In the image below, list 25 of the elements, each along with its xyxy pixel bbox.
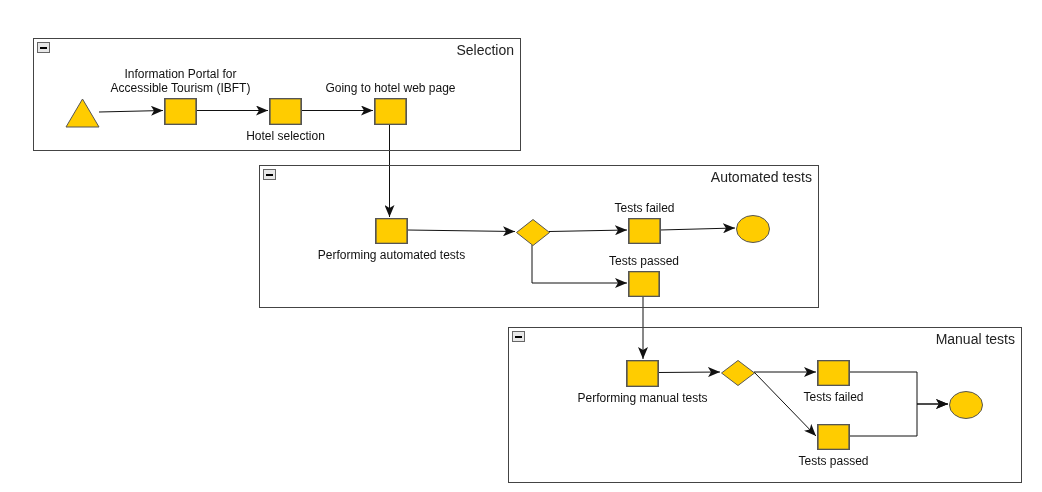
end-circle <box>736 215 770 243</box>
node-label: Tests failed <box>803 390 864 404</box>
end-circle <box>949 391 983 419</box>
node-label: Hotel selection <box>246 129 325 143</box>
arrow <box>753 367 817 377</box>
group-container <box>33 38 521 151</box>
node-label: Tests failed <box>614 201 675 215</box>
arrow <box>531 244 628 288</box>
arrow <box>98 105 164 116</box>
decision-diamond <box>516 219 550 246</box>
node-label: Tests passed <box>609 254 679 268</box>
group-title: Selection <box>456 41 514 60</box>
group-container <box>508 327 1022 483</box>
node-label: Performing manual tests <box>577 391 708 405</box>
decision-diamond <box>721 360 755 386</box>
group-title: Manual tests <box>935 330 1015 349</box>
start-triangle <box>65 98 100 128</box>
group-container <box>259 165 819 308</box>
arrow <box>548 225 628 236</box>
group-title: Automated tests <box>710 168 812 187</box>
node-label: Going to hotel web page <box>325 81 456 95</box>
arrow <box>753 371 817 437</box>
node-label: Tests passed <box>798 454 869 468</box>
node-label: Performing automated tests <box>317 248 466 262</box>
node-label: Information Portal for Accessible Tourism (IBFT) <box>109 67 252 95</box>
